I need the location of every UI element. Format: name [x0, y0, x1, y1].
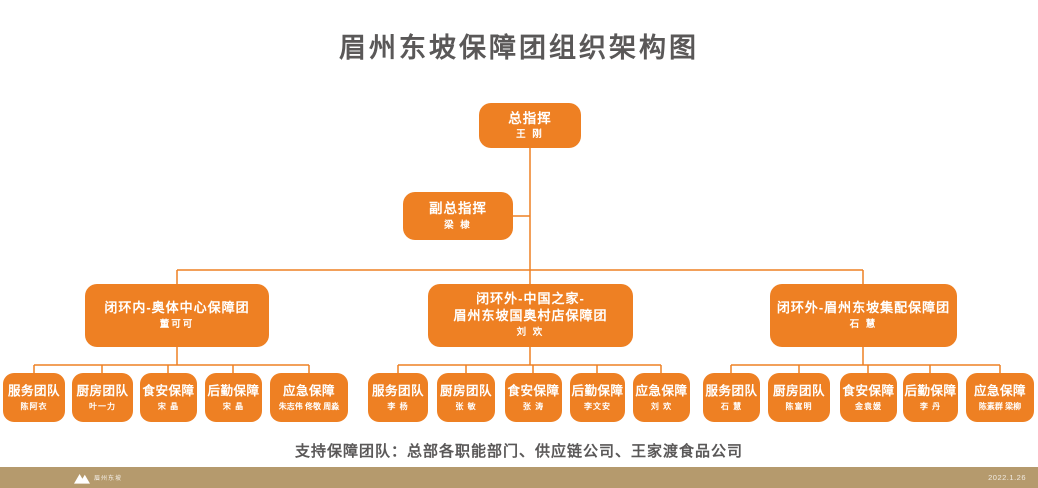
node-name: 金袁媛 [855, 401, 882, 411]
node-title: 厨房团队 [772, 383, 825, 398]
node-title: 食安保障 [842, 383, 895, 398]
node-name: 宋 晶 [222, 401, 245, 411]
org-node-team-emergency-3: 应急保障 陈素群 梁柳 [966, 373, 1034, 422]
node-name: 石 慧 [720, 401, 743, 411]
node-name: 李 丹 [919, 401, 942, 411]
node-title: 食安保障 [142, 383, 195, 398]
org-node-team-foodsafety-2: 食安保障 张 涛 [505, 373, 562, 422]
org-node-deputy-commander: 副总指挥 梁 棣 [403, 192, 513, 240]
logo-text: 眉州东坡 [94, 476, 123, 482]
org-node-team-logistics-2: 后勤保障 李文安 [570, 373, 625, 422]
node-title: 服务团队 [371, 383, 424, 398]
node-title: 服务团队 [7, 383, 60, 398]
node-name: 石 慧 [849, 318, 878, 330]
node-title: 厨房团队 [439, 383, 492, 398]
page-title: 眉州东坡保障团组织架构图 [339, 33, 699, 63]
org-node-team-foodsafety-1: 食安保障 宋 晶 [140, 373, 197, 422]
node-name: 陈阿衣 [20, 401, 48, 411]
node-name: 王 刚 [516, 129, 544, 141]
node-name: 李文安 [584, 401, 611, 411]
node-title: 后勤保障 [904, 383, 957, 398]
org-node-team-foodsafety-3: 食安保障 金袁媛 [840, 373, 897, 422]
org-node-branch-china-house: 闭环外-中国之家- 眉州东坡国奥村店保障团 刘 欢 [428, 284, 633, 347]
node-title: 后勤保障 [207, 383, 260, 398]
org-node-team-logistics-3: 后勤保障 李 丹 [903, 373, 958, 422]
node-title: 后勤保障 [571, 383, 624, 398]
org-node-branch-aoti-center: 闭环内-奥体中心保障团 董可可 [85, 284, 269, 347]
org-node-team-emergency-1: 应急保障 朱志伟 佟敬 周淼 [270, 373, 348, 422]
node-title: 厨房团队 [76, 383, 129, 398]
org-node-team-service-3: 服务团队 石 慧 [703, 373, 760, 422]
node-name: 李 杨 [387, 401, 409, 411]
node-name: 张 涛 [522, 401, 545, 411]
org-node-team-service-1: 服务团队 陈阿衣 [3, 373, 65, 422]
org-node-branch-jipei: 闭环外-眉州东坡集配保障团 石 慧 [770, 284, 957, 347]
node-title: 副总指挥 [429, 201, 487, 217]
node-title: 闭环外-中国之家- [476, 291, 585, 307]
node-title: 应急保障 [635, 383, 688, 398]
footer-date: 2022.1.26 [988, 473, 1026, 482]
node-name: 朱志伟 佟敬 周淼 [278, 401, 340, 411]
footer-bar: 眉州东坡 2022.1.26 [0, 467, 1038, 488]
node-title: 总指挥 [508, 110, 552, 126]
node-title: 食安保障 [507, 383, 560, 398]
org-node-team-kitchen-2: 厨房团队 张 敏 [437, 373, 495, 422]
node-name: 张 敏 [455, 401, 477, 411]
support-teams-note: 支持保障团队：总部各职能部门、供应链公司、王家渡食品公司 [294, 443, 743, 460]
node-title: 应急保障 [282, 383, 335, 398]
org-node-team-emergency-2: 应急保障 刘 欢 [633, 373, 690, 422]
node-name: 宋 晶 [157, 401, 180, 411]
node-name: 陈富明 [785, 401, 813, 411]
node-name: 刘 欢 [516, 327, 545, 339]
node-name: 刘 欢 [650, 401, 673, 411]
org-node-team-service-2: 服务团队 李 杨 [368, 373, 428, 422]
org-node-team-kitchen-1: 厨房团队 叶一力 [72, 373, 133, 422]
node-title-line2: 眉州东坡国奥村店保障团 [453, 308, 608, 324]
node-name: 董可可 [159, 318, 195, 330]
org-node-team-logistics-1: 后勤保障 宋 晶 [205, 373, 262, 422]
node-name: 陈素群 梁柳 [978, 401, 1022, 411]
node-name: 梁 棣 [444, 219, 472, 231]
node-title: 闭环外-眉州东坡集配保障团 [776, 299, 951, 315]
org-node-team-kitchen-3: 厨房团队 陈富明 [768, 373, 830, 422]
mountain-logo-icon [74, 473, 90, 484]
node-title: 应急保障 [973, 383, 1026, 398]
company-logo: 眉州东坡 [74, 472, 122, 484]
org-node-chief-commander: 总指挥 王 刚 [479, 103, 581, 148]
node-title: 服务团队 [705, 383, 758, 398]
node-title: 闭环内-奥体中心保障团 [104, 299, 250, 315]
node-name: 叶一力 [89, 401, 116, 411]
